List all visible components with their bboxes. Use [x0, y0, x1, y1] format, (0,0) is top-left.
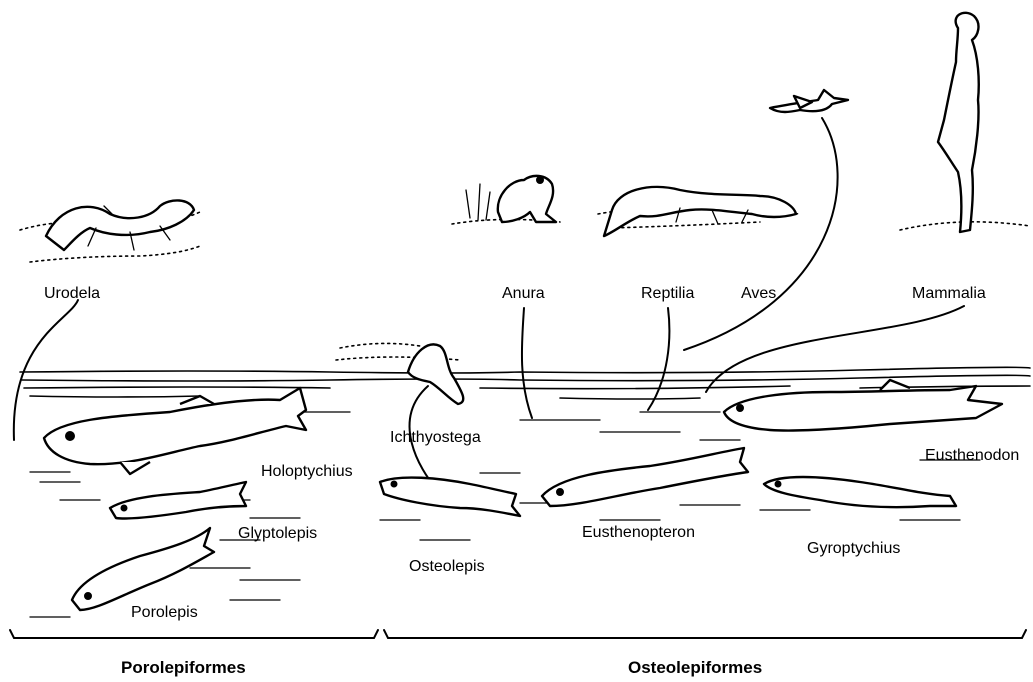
group-braces — [10, 630, 1026, 638]
porolepis-illustration — [72, 528, 214, 610]
osteolepis-illustration — [380, 478, 520, 516]
holoptychius-illustration — [44, 388, 306, 474]
group-osteolepiformes: Osteolepiformes — [628, 658, 762, 677]
urodela-leader — [14, 300, 78, 440]
salamander-illustration — [20, 200, 200, 262]
osteolepiformes-brace — [384, 630, 1026, 638]
frog-illustration — [452, 176, 560, 224]
label-eusthenodon: Eusthenodon — [925, 447, 1019, 464]
reptilia-leader — [648, 308, 669, 410]
lizard-illustration — [598, 187, 800, 236]
group-porolepiformes: Porolepiformes — [121, 658, 246, 677]
label-anura: Anura — [502, 285, 545, 302]
bird-illustration — [770, 90, 848, 112]
label-ichthyostega: Ichthyostega — [390, 429, 481, 446]
aves-leader — [684, 118, 838, 350]
label-holoptychius: Holoptychius — [261, 463, 353, 480]
glyptolepis-illustration — [110, 482, 246, 519]
label-glyptolepis: Glyptolepis — [238, 525, 317, 542]
label-osteolepis: Osteolepis — [409, 558, 485, 575]
ichthyostega-illustration — [336, 343, 463, 404]
label-porolepis: Porolepis — [131, 604, 198, 621]
eusthenopteron-illustration — [542, 448, 748, 506]
human-illustration — [900, 13, 1030, 232]
taxon-labels: Urodela Anura Reptilia Aves Mammalia Ich… — [44, 285, 1019, 621]
label-reptilia: Reptilia — [641, 285, 694, 302]
anura-leader — [522, 308, 532, 418]
label-mammalia: Mammalia — [912, 285, 986, 302]
gyroptychius-illustration — [764, 477, 956, 507]
label-gyroptychius: Gyroptychius — [807, 540, 900, 557]
label-aves: Aves — [741, 285, 776, 302]
label-urodela: Urodela — [44, 285, 100, 302]
porolepiformes-brace — [10, 630, 378, 638]
label-eusthenopteron: Eusthenopteron — [582, 524, 695, 541]
